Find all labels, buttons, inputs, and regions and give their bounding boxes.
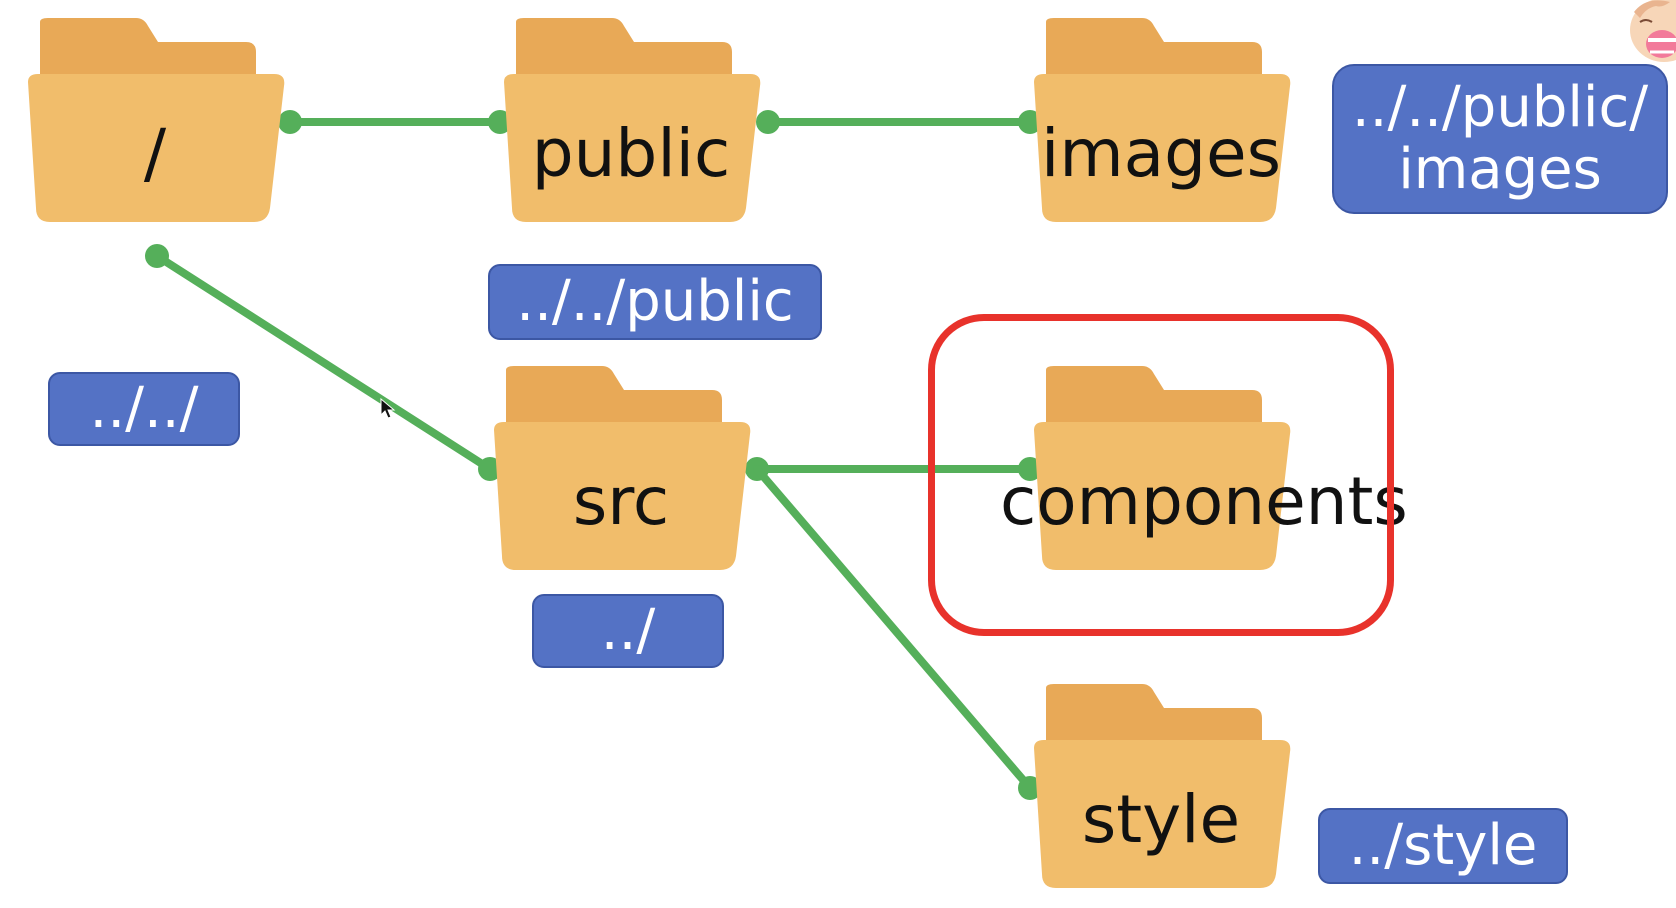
folder-style[interactable]: style: [1030, 682, 1292, 894]
folder-label-root: /: [143, 115, 167, 192]
path-badge-root: ../../: [48, 372, 240, 446]
folder-label-public: public: [531, 115, 731, 192]
connector-root-public: [278, 110, 512, 134]
highlight-box-components: [928, 314, 1394, 636]
folder-root[interactable]: /: [24, 16, 286, 228]
path-badge-images-line2: images: [1398, 137, 1602, 202]
path-badge-public-text: ../../public: [516, 269, 794, 334]
folder-icon: [1034, 684, 1291, 888]
folder-public[interactable]: public: [500, 16, 762, 228]
folder-src[interactable]: src: [490, 364, 752, 576]
mouse-cursor-icon: [380, 398, 396, 419]
face-avatar-icon: [1630, 0, 1676, 62]
path-badge-style: ../style: [1318, 808, 1568, 884]
folder-images[interactable]: images: [1030, 16, 1292, 228]
path-badge-src: ../: [532, 594, 724, 668]
path-badge-style-text: ../style: [1348, 813, 1538, 878]
folder-icon: [28, 18, 285, 222]
folder-icon: [504, 18, 761, 222]
folder-icon: [1034, 366, 1291, 570]
connector-public-images: [756, 110, 1042, 134]
path-badge-src-text: ../: [600, 598, 656, 663]
presenter-avatar: [1626, 0, 1676, 66]
path-badge-images: ../../public/ images: [1332, 64, 1668, 214]
folder-icon: [1034, 18, 1291, 222]
connector-src-style: [753, 465, 1042, 800]
path-badge-images-line1: ../../public/: [1351, 75, 1649, 140]
folder-label-images: images: [1041, 115, 1281, 192]
connector-root-src: [145, 244, 502, 481]
folder-label-src: src: [572, 463, 670, 540]
path-badge-root-text: ../../: [89, 376, 199, 441]
path-badge-public: ../../public: [488, 264, 822, 340]
folder-icon: [494, 366, 751, 570]
folder-label-style: style: [1081, 781, 1241, 858]
